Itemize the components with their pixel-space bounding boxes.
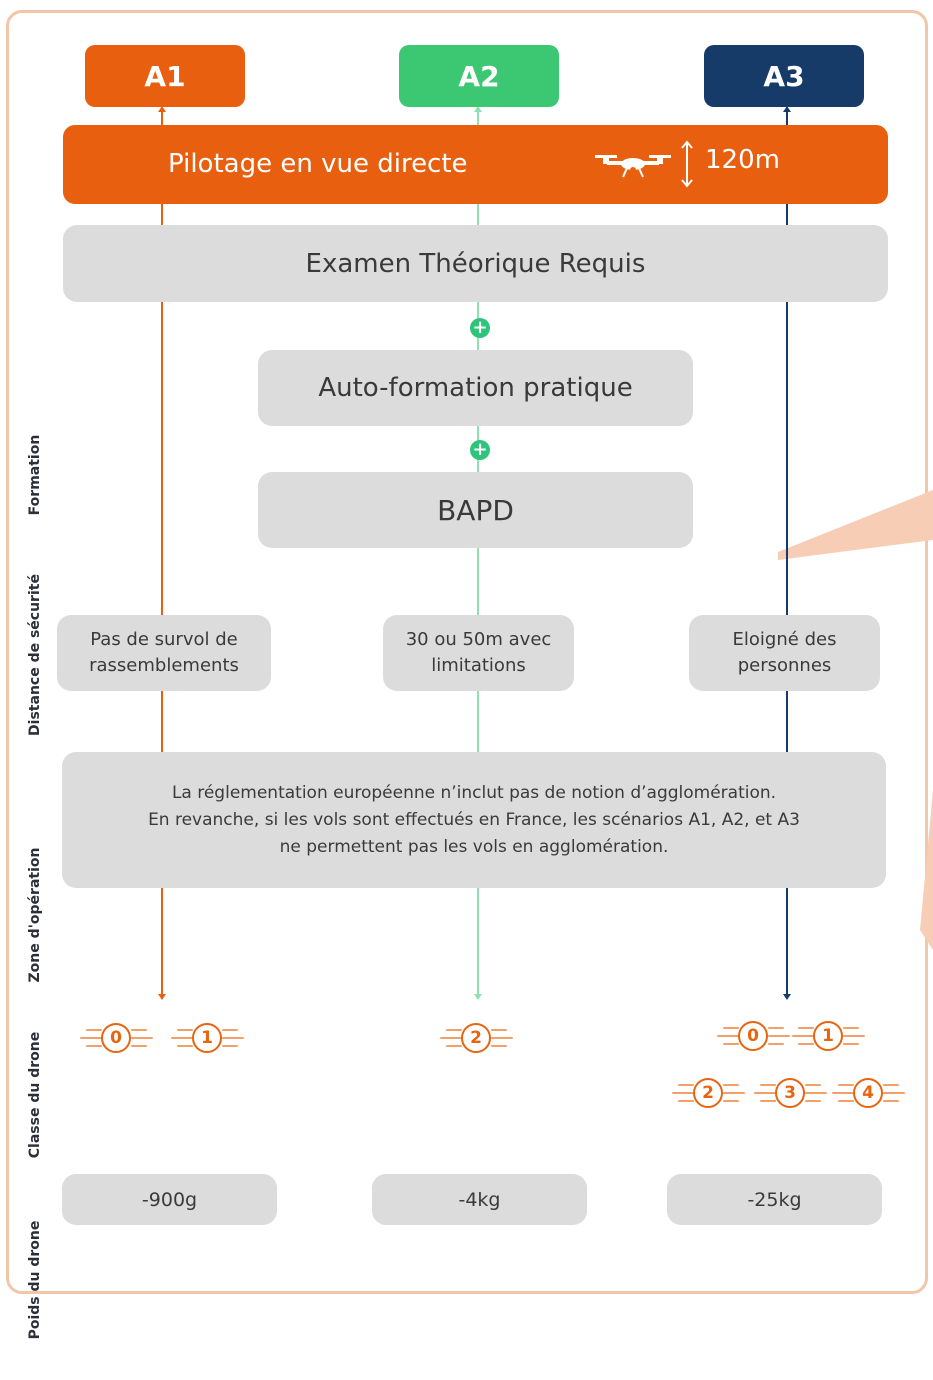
class-a3-0: 0 [738, 1021, 768, 1051]
auto-formation-box: Auto-formation pratique [258, 350, 693, 426]
class-badge: 0 [78, 1021, 156, 1055]
category-distance: Distance de sécurité [27, 574, 43, 736]
category-classe: Classe du drone [27, 1031, 43, 1159]
class-badge: 0 [715, 1019, 793, 1053]
pilotage-label: Pilotage en vue directe [168, 149, 468, 179]
examen-box: Examen Théorique Requis [63, 225, 888, 302]
plus-icon: + [470, 318, 490, 338]
drone-icon [595, 155, 671, 178]
distance-a1-box: Pas de survol de rassemblements [57, 615, 271, 691]
category-poids: Poids du drone [27, 1220, 43, 1340]
plus-icon: + [470, 440, 490, 460]
a3-line [786, 110, 788, 995]
diagram-frame [6, 10, 928, 1294]
distance-a2-line2: limitations [431, 655, 526, 676]
weight-a2-box: -4kg [372, 1174, 587, 1225]
a2-line [477, 110, 479, 995]
class-badge: 1 [790, 1019, 868, 1053]
class-a3-1: 1 [813, 1021, 843, 1051]
class-badge: 1 [169, 1021, 247, 1055]
distance-a1-line1: Pas de survol de [90, 629, 238, 650]
decorative-beam [778, 490, 933, 950]
class-a3-3: 3 [775, 1078, 805, 1108]
distance-a1-line2: rassemblements [89, 655, 239, 676]
distance-a3-line1: Eloigné des [732, 629, 837, 650]
altitude-arrow-icon [681, 140, 693, 188]
category-zone: Zone d'opération [27, 847, 43, 983]
pilotage-bar: Pilotage en vue directe 120m [63, 125, 888, 204]
a1-arrow-down [158, 994, 166, 1000]
altitude-label: 120m [705, 145, 780, 175]
weight-a1-box: -900g [62, 1174, 277, 1225]
class-a2-2: 2 [461, 1023, 491, 1053]
header-a3: A3 [704, 45, 864, 107]
distance-a3-line2: personnes [737, 655, 832, 676]
distance-a2-box: 30 ou 50m avec limitations [383, 615, 574, 691]
class-badge: 4 [830, 1076, 908, 1110]
class-a1-1: 1 [192, 1023, 222, 1053]
a2-arrow-up [474, 106, 482, 112]
header-a1: A1 [85, 45, 245, 107]
a3-arrow-down [783, 994, 791, 1000]
class-a1-0: 0 [101, 1023, 131, 1053]
zone-line2: En revanche, si les vols sont effectués … [148, 809, 800, 830]
bapd-box: BAPD [258, 472, 693, 548]
zone-box: La réglementation européenne n’inclut pa… [62, 752, 886, 888]
zone-line1: La réglementation européenne n’inclut pa… [171, 782, 777, 803]
class-badge: 2 [670, 1076, 748, 1110]
a1-line [161, 110, 163, 995]
class-badge: 3 [752, 1076, 830, 1110]
a2-arrow-down [474, 994, 482, 1000]
zone-line3: ne permettent pas les vols en agglomérat… [279, 836, 669, 857]
header-a2: A2 [399, 45, 559, 107]
a1-arrow-up [158, 106, 166, 112]
class-a3-2: 2 [693, 1078, 723, 1108]
distance-a2-line1: 30 ou 50m avec [405, 629, 552, 650]
distance-a3-box: Eloigné des personnes [689, 615, 880, 691]
class-a3-4: 4 [853, 1078, 883, 1108]
class-badge: 2 [438, 1021, 516, 1055]
weight-a3-box: -25kg [667, 1174, 882, 1225]
a3-arrow-up [783, 106, 791, 112]
